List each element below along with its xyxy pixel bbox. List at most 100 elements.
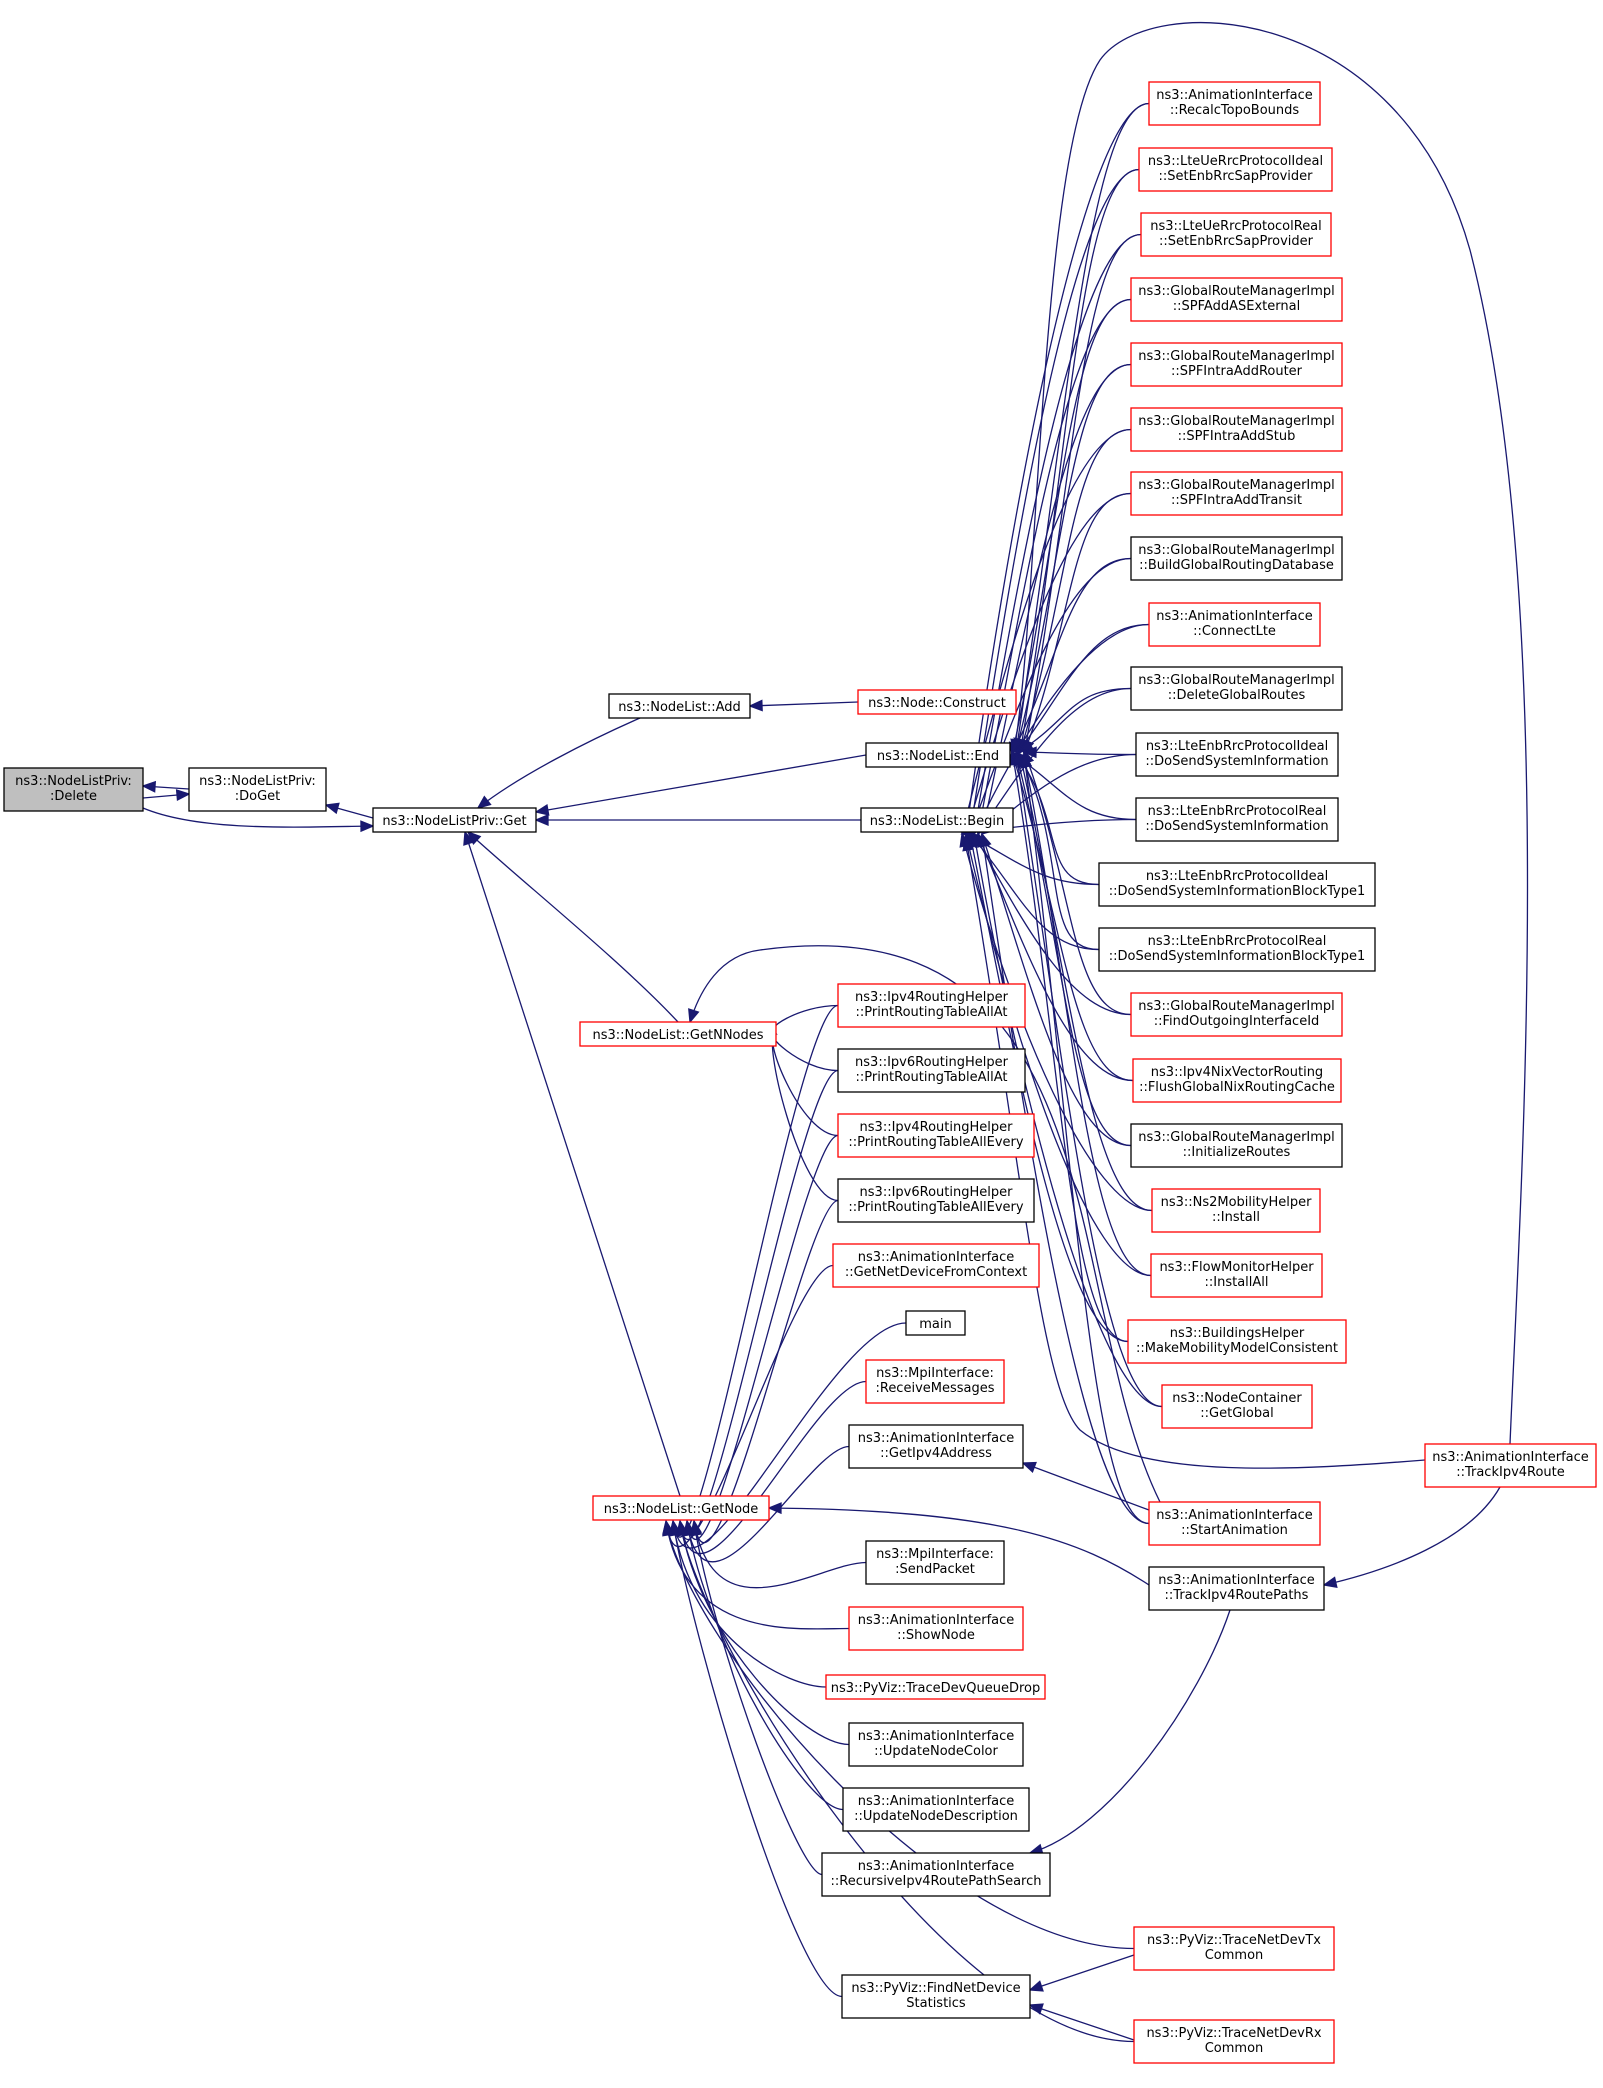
- node-ipv4_all_at[interactable]: ns3::Ipv4RoutingHelper::PrintRoutingTabl…: [837, 983, 1026, 1028]
- node-startanim[interactable]: ns3::AnimationInterface::StartAnimation: [1148, 1501, 1321, 1546]
- node-flowinstall[interactable]: ns3::FlowMonitorHelper::InstallAll: [1150, 1253, 1323, 1298]
- node-buildings[interactable]: ns3::BuildingsHelper::MakeMobilityModelC…: [1127, 1319, 1347, 1364]
- node-enb_ideal_sib[interactable]: ns3::LteEnbRrcProtocolIdeal::DoSendSyste…: [1098, 862, 1376, 907]
- node-label: ns3::LteEnbRrcProtocolReal: [1148, 934, 1327, 949]
- edge-line: [672, 1322, 907, 1549]
- call-edge-findnetdev-to-getnode: [669, 1520, 843, 1998]
- edge-line: [977, 298, 1132, 835]
- node-tracedevqueue[interactable]: ns3::PyViz::TraceDevQueueDrop: [825, 1674, 1046, 1700]
- node-add[interactable]: ns3::NodeList::Add: [608, 693, 751, 719]
- node-enb_ideal_sys[interactable]: ns3::LteEnbRrcProtocolIdeal::DoSendSyste…: [1135, 732, 1339, 777]
- node-spf_transit[interactable]: ns3::GlobalRouteManagerImpl::SPFIntraAdd…: [1130, 471, 1343, 516]
- node-getnnodes[interactable]: ns3::NodeList::GetNNodes: [579, 1021, 777, 1047]
- node-box: [1130, 471, 1343, 516]
- edge-line: [1019, 687, 1132, 752]
- node-findoutgoing[interactable]: ns3::GlobalRouteManagerImpl::FindOutgoin…: [1130, 992, 1343, 1037]
- node-label: ns3::GlobalRouteManagerImpl: [1138, 478, 1335, 493]
- edge-line: [973, 623, 1150, 835]
- node-spf_router[interactable]: ns3::GlobalRouteManagerImpl::SPFIntraAdd…: [1130, 342, 1343, 387]
- node-getnode[interactable]: ns3::NodeList::GetNode: [592, 1495, 770, 1521]
- edge-line: [672, 1522, 827, 1688]
- edge-arrowhead: [962, 836, 975, 852]
- edge-line: [1019, 753, 1153, 1212]
- node-connectlte[interactable]: ns3::AnimationInterface::ConnectLte: [1148, 602, 1321, 647]
- node-recursive[interactable]: ns3::AnimationInterface::RecursiveIpv4Ro…: [821, 1852, 1051, 1897]
- node-box: [1133, 2019, 1335, 2064]
- node-label: ns3::LteEnbRrcProtocolReal: [1148, 804, 1327, 819]
- node-recalctopo[interactable]: ns3::AnimationInterface::RecalcTopoBound…: [1148, 81, 1321, 126]
- node-mpi_send[interactable]: ns3::MpiInterface::SendPacket: [865, 1540, 1005, 1585]
- node-flushnix[interactable]: ns3::Ipv4NixVectorRouting::FlushGlobalNi…: [1132, 1058, 1342, 1103]
- node-upddesc[interactable]: ns3::AnimationInterface::UpdateNodeDescr…: [842, 1787, 1030, 1832]
- node-main[interactable]: main: [905, 1310, 966, 1336]
- edge-line: [672, 1521, 843, 1998]
- edge-line: [535, 754, 867, 813]
- node-box: [865, 1359, 1005, 1404]
- node-label: ns3::Ns2MobilityHelper: [1161, 1195, 1312, 1210]
- node-spf_asext[interactable]: ns3::GlobalRouteManagerImpl::SPFAddASExt…: [1130, 277, 1343, 322]
- call-edge-end-to-get: [534, 754, 867, 816]
- call-edge-updcolor-to-getnode: [676, 1519, 850, 1746]
- node-shownode[interactable]: ns3::AnimationInterface::ShowNode: [848, 1606, 1024, 1651]
- node-ipv6_all_every[interactable]: ns3::Ipv6RoutingHelper::PrintRoutingTabl…: [837, 1178, 1035, 1223]
- edge-line: [477, 717, 641, 809]
- node-label: ::PrintRoutingTableAllEvery: [848, 1135, 1023, 1150]
- edge-arrowhead: [476, 795, 492, 810]
- node-label: ::DoSendSystemInformation: [1145, 754, 1328, 769]
- node-label: ns3::LteEnbRrcProtocolIdeal: [1146, 739, 1328, 754]
- edge-arrowhead: [324, 802, 340, 815]
- node-label: ns3::AnimationInterface: [1156, 88, 1313, 103]
- node-label: ns3::Ipv6RoutingHelper: [860, 1185, 1014, 1200]
- edge-arrowhead: [1028, 2003, 1044, 2015]
- node-construct[interactable]: ns3::Node::Construct: [857, 689, 1017, 715]
- node-get[interactable]: ns3::NodeListPriv::Get: [372, 807, 537, 833]
- node-label: ns3::AnimationInterface: [858, 1729, 1015, 1744]
- node-mpi_recv[interactable]: ns3::MpiInterface::ReceiveMessages: [865, 1359, 1005, 1404]
- node-label: ns3::AnimationInterface: [1156, 609, 1313, 624]
- edge-line: [686, 1134, 839, 1540]
- node-delete[interactable]: ns3::NodeListPriv::Delete: [3, 767, 144, 812]
- node-begin[interactable]: ns3::NodeList::Begin: [860, 807, 1014, 833]
- node-ipv6_all_at[interactable]: ns3::Ipv6RoutingHelper::PrintRoutingTabl…: [837, 1048, 1026, 1093]
- node-getipv4addr[interactable]: ns3::AnimationInterface::GetIpv4Address: [848, 1424, 1024, 1469]
- node-lteue_ideal[interactable]: ns3::LteUeRrcProtocolIdeal::SetEnbRrcSap…: [1138, 147, 1333, 192]
- node-label: ::DoSendSystemInformationBlockType1: [1109, 949, 1365, 964]
- node-box: [1130, 277, 1343, 322]
- node-label: ns3::MpiInterface:: [876, 1366, 994, 1381]
- node-getglobal[interactable]: ns3::NodeContainer::GetGlobal: [1161, 1384, 1313, 1429]
- node-updcolor[interactable]: ns3::AnimationInterface::UpdateNodeColor: [848, 1722, 1024, 1767]
- node-getnetdev[interactable]: ns3::AnimationInterface::GetNetDeviceFro…: [832, 1243, 1040, 1288]
- edge-line: [768, 1507, 1150, 1586]
- edge-line: [665, 1264, 834, 1548]
- edge-line: [1029, 1954, 1135, 1991]
- node-ipv4_all_every[interactable]: ns3::Ipv4RoutingHelper::PrintRoutingTabl…: [837, 1113, 1035, 1158]
- node-label: ::UpdateNodeDescription: [854, 1809, 1018, 1824]
- edge-line: [1022, 1462, 1150, 1511]
- node-label: ::InstallAll: [1204, 1275, 1268, 1290]
- node-trackroute[interactable]: ns3::AnimationInterface::TrackIpv4Route: [1424, 1443, 1597, 1488]
- node-label: ns3::NodeList::GetNode: [604, 1502, 759, 1517]
- node-box: [848, 1722, 1024, 1767]
- node-label: ::DoSendSystemInformation: [1145, 819, 1328, 834]
- node-enb_real_sib[interactable]: ns3::LteEnbRrcProtocolReal::DoSendSystem…: [1098, 927, 1376, 972]
- node-label: ns3::Node::Construct: [868, 696, 1006, 711]
- node-label: ns3::LteEnbRrcProtocolIdeal: [1146, 869, 1328, 884]
- edge-arrowhead: [1021, 1461, 1037, 1474]
- node-end[interactable]: ns3::NodeList::End: [865, 742, 1011, 768]
- node-label: :DoGet: [235, 789, 281, 804]
- node-label: ns3::LteUeRrcProtocolReal: [1150, 219, 1322, 234]
- node-doget[interactable]: ns3::NodeListPriv::DoGet: [188, 767, 327, 812]
- node-lteue_real[interactable]: ns3::LteUeRrcProtocolReal::SetEnbRrcSapP…: [1140, 212, 1332, 257]
- node-trackpaths[interactable]: ns3::AnimationInterface::TrackIpv4RouteP…: [1148, 1566, 1325, 1611]
- node-box: [865, 1540, 1005, 1585]
- call-edge-ipv4_all_every-to-getnode: [683, 1134, 839, 1540]
- node-initroutes[interactable]: ns3::GlobalRouteManagerImpl::InitializeR…: [1130, 1123, 1343, 1168]
- node-spf_stub[interactable]: ns3::GlobalRouteManagerImpl::SPFIntraAdd…: [1130, 407, 1343, 452]
- node-enb_real_sys[interactable]: ns3::LteEnbRrcProtocolReal::DoSendSystem…: [1135, 797, 1339, 842]
- node-ns2install[interactable]: ns3::Ns2MobilityHelper::Install: [1151, 1188, 1321, 1233]
- node-buildglobal[interactable]: ns3::GlobalRouteManagerImpl::BuildGlobal…: [1130, 536, 1343, 581]
- node-deleteglobal[interactable]: ns3::GlobalRouteManagerImpl::DeleteGloba…: [1130, 666, 1343, 711]
